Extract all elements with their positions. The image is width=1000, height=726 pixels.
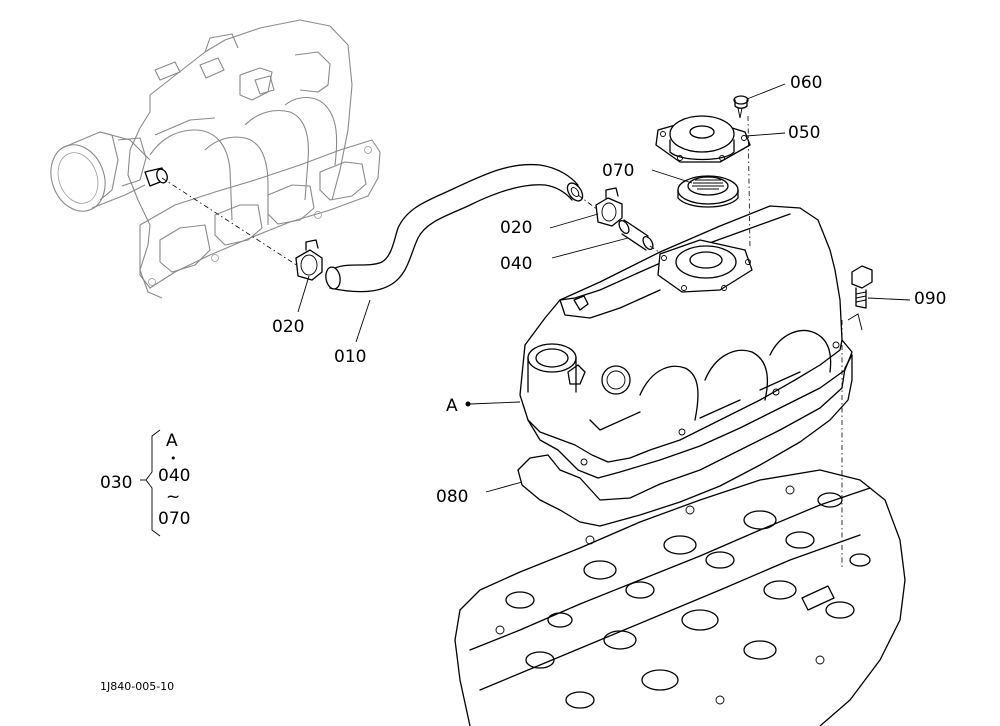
drawing-code: 1J840-005-10 <box>100 680 174 693</box>
label-050: 050 <box>788 123 820 143</box>
label-060: 060 <box>790 73 822 93</box>
set-group-bottom: 070 <box>158 509 190 529</box>
label-090: 090 <box>914 289 946 309</box>
centerline-left <box>161 177 299 267</box>
centerline-right <box>577 194 669 259</box>
hose-010 <box>325 163 584 293</box>
valve-070 <box>677 175 739 208</box>
bolt-090 <box>847 265 873 331</box>
leader-lines <box>140 83 911 537</box>
gasket-080 <box>517 354 853 527</box>
clamp-020-left <box>295 239 323 281</box>
label-010: 010 <box>334 347 366 367</box>
pipe-040 <box>618 219 654 251</box>
cylinder-head <box>454 469 906 726</box>
label-030: 030 <box>100 473 132 493</box>
label-020-right: 020 <box>500 218 532 238</box>
set-group-top: A <box>166 431 178 451</box>
set-group-middle: 040 <box>158 466 190 486</box>
label-a: A <box>446 396 458 416</box>
label-020-left: 020 <box>272 317 304 337</box>
label-040: 040 <box>500 254 532 274</box>
label-070: 070 <box>602 161 634 181</box>
head-cover-a <box>519 205 853 479</box>
part-labels: 060 050 070 020 040 020 010 090 A 080 03… <box>100 73 946 693</box>
set-group-dot: • <box>170 452 177 465</box>
screw-060 <box>733 95 749 119</box>
centerline-screw <box>747 115 751 249</box>
set-group-tilde: ~ <box>166 487 180 507</box>
cover-050 <box>655 115 751 163</box>
intake-manifold <box>50 19 381 299</box>
clamp-020-right <box>595 187 623 227</box>
label-080: 080 <box>436 487 468 507</box>
